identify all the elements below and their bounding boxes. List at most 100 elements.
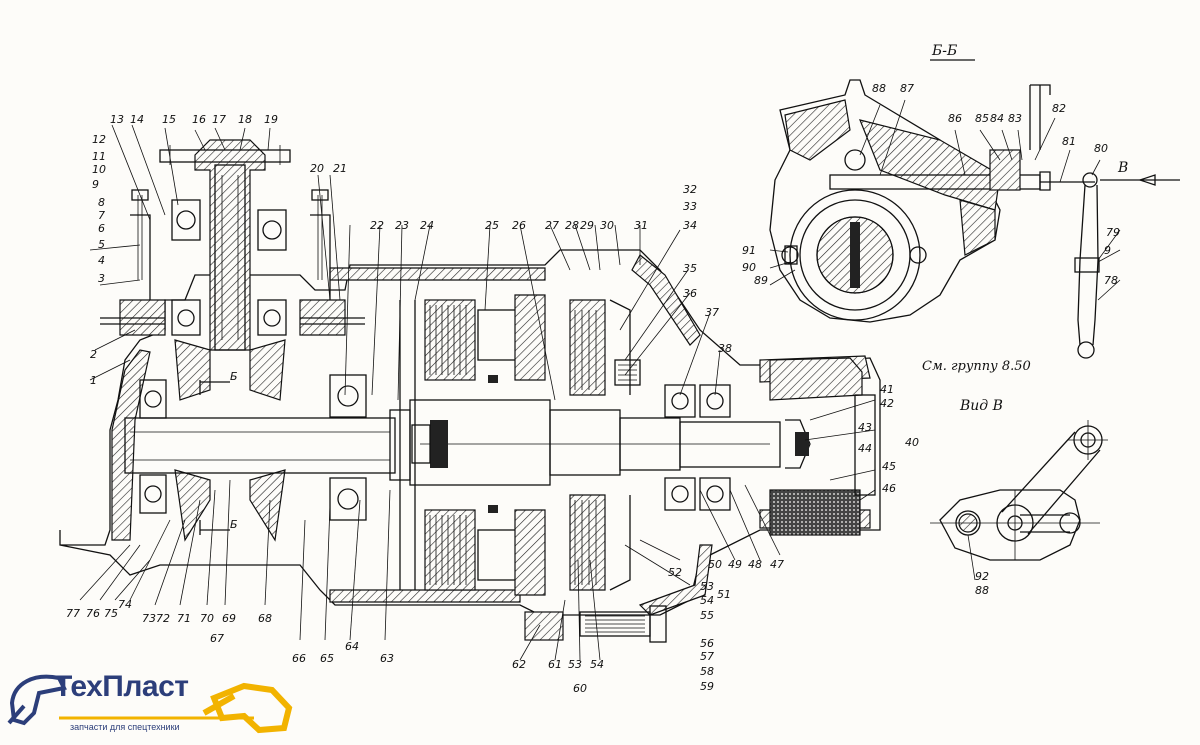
callout-section_bb_parts-14: 89 — [754, 274, 768, 287]
callout-main_top-7: 20 — [310, 162, 324, 175]
callout-main_right-5: 45 — [882, 460, 896, 473]
callout-main_bottom-17: 54 — [590, 658, 604, 671]
callout-section_bb_parts-10: 9 — [1104, 244, 1111, 257]
callout-main_top-4: 17 — [212, 113, 226, 126]
callout-main_bottom-14: 62 — [512, 658, 526, 671]
callout-group-60: 60 — [573, 682, 587, 695]
callout-section_bb_parts-3: 85 — [975, 112, 989, 125]
callout-main_bottom-0: 77 — [66, 607, 80, 620]
logo-tagline: запчасти для спецтехники — [70, 722, 180, 732]
callout-main_left-6: 6 — [98, 222, 105, 235]
callout-main_top-11: 24 — [420, 219, 434, 232]
shaft-bearings — [139, 374, 731, 521]
callout-main_bottom-20: 49 — [728, 558, 742, 571]
arrow-v-label: В — [1117, 160, 1128, 176]
callout-main_bottom-30: 59 — [700, 680, 714, 693]
callout-main_left-4: 8 — [98, 196, 105, 209]
callout-section_bb_parts-13: 90 — [742, 261, 756, 274]
callout-main_bottom-7: 70 — [200, 612, 214, 625]
callout-main_top-9: 22 — [370, 219, 384, 232]
callout-main_bottom-18: 52 — [668, 566, 682, 579]
callout-main_bottom-13: 63 — [380, 652, 394, 665]
callout-main_top-24: 37 — [705, 306, 719, 319]
callout-main_bottom-12: 64 — [345, 640, 359, 653]
output-coupling — [769, 357, 876, 536]
callout-group-67: 67 — [210, 632, 224, 645]
callout-main_top-16: 29 — [580, 219, 594, 232]
callout-main_bottom-15: 61 — [548, 658, 562, 671]
cut-mark-bottom: Б — [230, 518, 238, 531]
callout-main_left-3: 9 — [92, 178, 99, 191]
cut-mark-top: Б — [230, 370, 238, 383]
bearing-top-right — [257, 209, 287, 336]
view-v-title: Вид В — [959, 398, 1003, 414]
callout-main_top-22: 35 — [683, 262, 697, 275]
callout-main_top-13: 26 — [512, 219, 526, 232]
callout-main_right-6: 46 — [882, 482, 896, 495]
callout-section_bb_parts-9: 79 — [1106, 226, 1120, 239]
callout-main_right-4: 40 — [905, 436, 919, 449]
bottom-flange — [524, 605, 667, 643]
callout-main_bottom-1: 76 — [86, 607, 100, 620]
callout-section_bb_parts-8: 80 — [1094, 142, 1108, 155]
bearing-top-left — [171, 199, 201, 336]
callout-main_bottom-22: 47 — [770, 558, 784, 571]
callout-main_bottom-23: 53 — [700, 580, 714, 593]
main-section-view — [59, 124, 881, 661]
output-gear — [569, 299, 641, 591]
callout-main_bottom-26: 55 — [700, 609, 714, 622]
callout-main_bottom-6: 71 — [177, 612, 191, 625]
callout-main_bottom-28: 57 — [700, 650, 714, 663]
callout-main_top-19: 32 — [683, 183, 697, 196]
callout-main_left-0: 12 — [92, 133, 106, 146]
callout-main_bottom-27: 56 — [700, 637, 714, 650]
callout-main_top-20: 33 — [683, 200, 697, 213]
clutch-pack — [399, 294, 546, 596]
callout-main_top-21: 34 — [683, 219, 697, 232]
callout-main_bottom-8: 69 — [222, 612, 236, 625]
callout-main_top-12: 25 — [485, 219, 499, 232]
callout-main_right-2: 43 — [858, 421, 872, 434]
callout-main_bottom-2: 75 — [104, 607, 118, 620]
callout-main_top-8: 21 — [333, 162, 347, 175]
callout-main_left-10: 2 — [90, 348, 97, 361]
callout-view_v_parts-0: 92 — [975, 570, 989, 583]
callout-main_top-2: 15 — [162, 113, 176, 126]
callout-section_bb_parts-0: 88 — [872, 82, 886, 95]
callout-main_bottom-24: 54 — [700, 594, 714, 607]
callout-main_top-0: 13 — [110, 113, 124, 126]
logo-name: ТехПласт — [54, 670, 189, 703]
callout-main_left-5: 7 — [98, 209, 105, 222]
callout-main_bottom-21: 48 — [748, 558, 762, 571]
callout-main_bottom-4: 73 — [142, 612, 156, 625]
callout-main_right-0: 41 — [880, 383, 894, 396]
callout-main_top-15: 28 — [565, 219, 579, 232]
callout-section_bb_parts-4: 84 — [990, 112, 1004, 125]
callout-main_left-11: 1 — [90, 374, 97, 387]
leader-lines — [79, 124, 876, 661]
callout-main_top-25: 38 — [718, 342, 732, 355]
callout-main_bottom-10: 66 — [292, 652, 306, 665]
callout-section_bb_parts-7: 81 — [1062, 135, 1076, 148]
techplast-logo: ТехПласт запчасти для спецтехники — [4, 668, 304, 743]
callout-main_right-3: 44 — [858, 442, 872, 455]
callout-section_bb_parts-2: 86 — [948, 112, 962, 125]
callout-main_top-3: 16 — [192, 113, 206, 126]
callout-main_bottom-11: 65 — [320, 652, 334, 665]
excavator-icon — [7, 674, 293, 734]
callout-main_left-1: 11 — [92, 150, 106, 163]
callout-main_left-2: 10 — [92, 163, 106, 176]
callout-main_top-6: 19 — [264, 113, 278, 126]
callout-main_bottom-19: 50 — [708, 558, 722, 571]
callout-main_top-18: 31 — [634, 219, 648, 232]
callout-section_bb_parts-12: 91 — [742, 244, 756, 257]
callout-main_top-10: 23 — [395, 219, 409, 232]
callout-section_bb_parts-1: 87 — [900, 82, 914, 95]
see-group-note: См. группу 8.50 — [922, 359, 1031, 374]
view-v — [930, 420, 1108, 581]
callout-main_bottom-25: 51 — [717, 588, 731, 601]
callout-main_bottom-9: 68 — [258, 612, 272, 625]
